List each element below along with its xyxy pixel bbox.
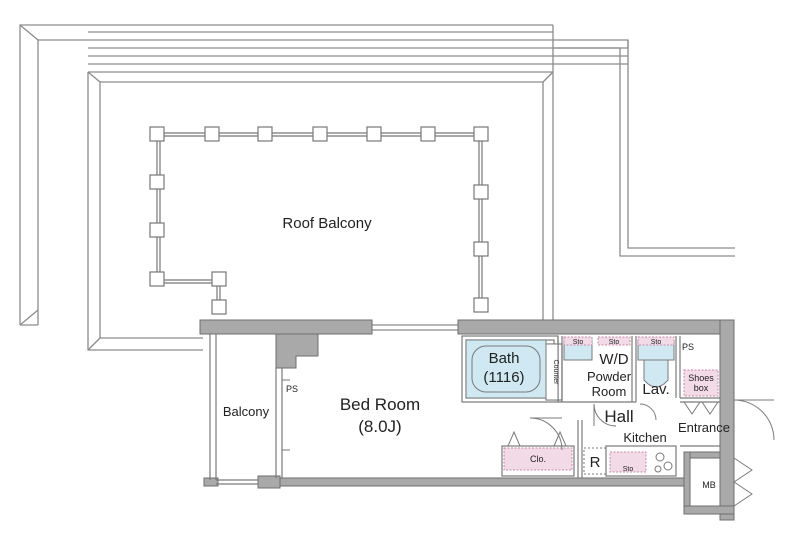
- label-sto-1: Sto: [573, 339, 584, 346]
- label-balcony: Balcony: [223, 404, 270, 419]
- label-counter: Counter: [552, 360, 559, 386]
- doors: [282, 379, 775, 507]
- label-roof-balcony: Roof Balcony: [282, 215, 372, 232]
- counter-strip: [545, 343, 559, 401]
- storage-areas: [503, 336, 719, 473]
- label-hall: Hall: [604, 407, 633, 426]
- label-powder-room-2: Room: [592, 384, 627, 399]
- walls: [199, 319, 735, 521]
- stove-burner-icon: [655, 452, 665, 462]
- roof-posts: [149, 126, 489, 315]
- label-refrigerator: R: [590, 454, 601, 471]
- label-closet: Clo.: [530, 454, 546, 464]
- label-sto-4: Sto: [623, 466, 634, 473]
- label-ps-lav: PS: [682, 342, 694, 352]
- stove-burner-icon: [654, 465, 662, 473]
- label-kitchen: Kitchen: [623, 430, 666, 445]
- label-bath-size: (1116): [483, 369, 524, 386]
- label-bed-room-size: (8.0J): [358, 417, 401, 436]
- fixtures: [583, 447, 673, 475]
- label-bath: Bath: [489, 350, 520, 367]
- bath-area: [465, 339, 675, 401]
- label-lav: Lav.: [642, 381, 669, 398]
- label-wd: W/D: [599, 351, 628, 368]
- label-entrance: Entrance: [678, 420, 730, 435]
- label-mb: MB: [702, 480, 716, 490]
- label-shoes-box-2: box: [694, 383, 709, 393]
- label-sto-3: Sto: [651, 339, 662, 346]
- label-shoes-box-1: Shoes: [688, 373, 714, 383]
- label-sto-2: Sto: [609, 339, 620, 346]
- label-bed-room: Bed Room: [340, 395, 420, 414]
- roof-balcony-parapet: [19, 24, 735, 351]
- label-powder-room-1: Powder: [587, 369, 632, 384]
- label-ps-bed: PS: [286, 384, 298, 394]
- stove-burner-icon: [663, 461, 673, 471]
